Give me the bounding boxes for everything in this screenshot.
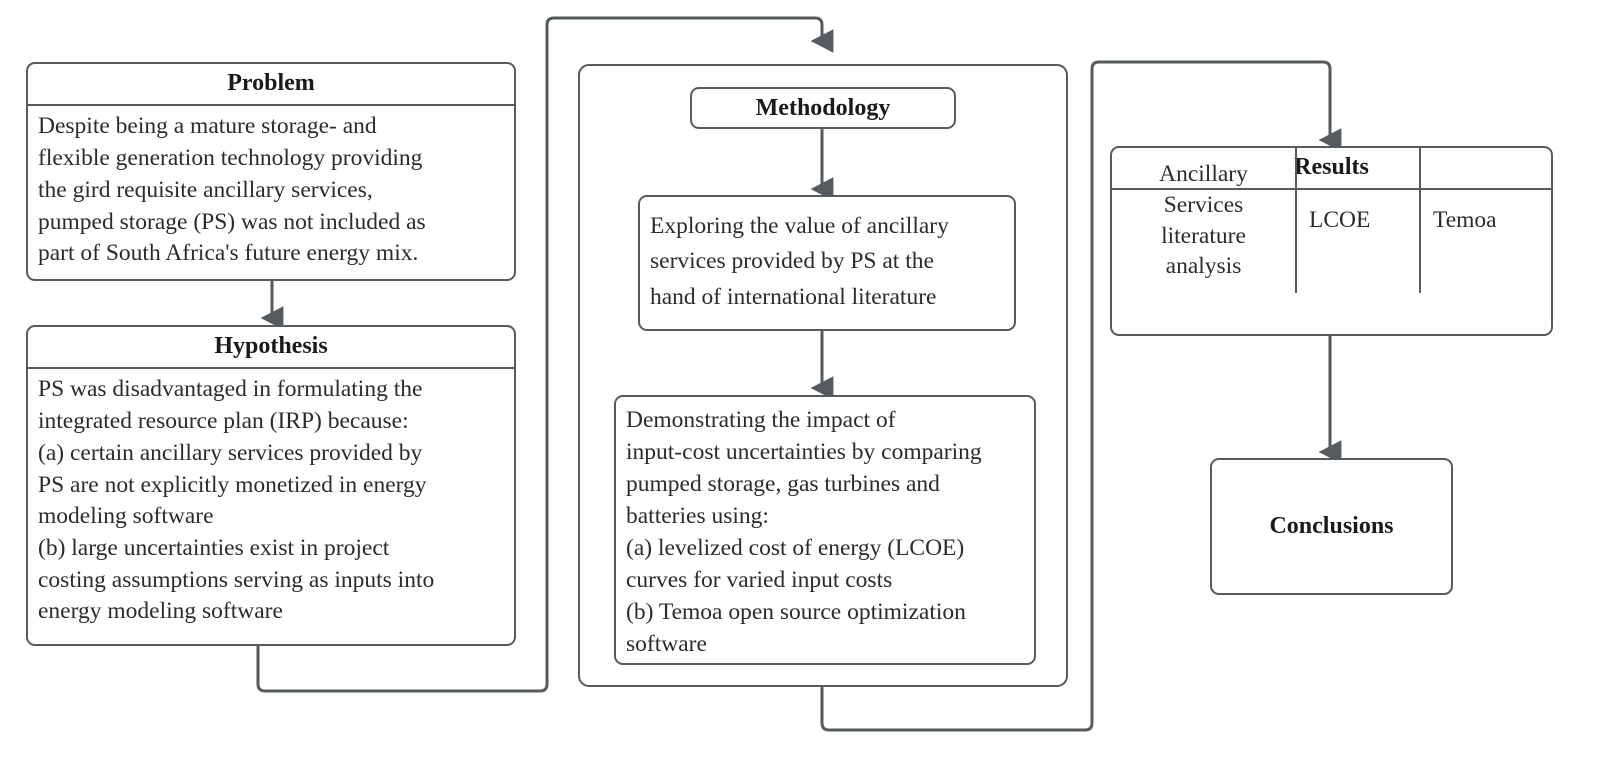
- results-columns: Ancillary Services literature analysis L…: [1112, 148, 1551, 293]
- methodology-step-1-node: Exploring the value of ancillary service…: [638, 195, 1016, 331]
- hypothesis-node: Hypothesis PS was disadvantaged in formu…: [26, 325, 516, 646]
- results-node: Results Ancillary Services literature an…: [1110, 146, 1553, 336]
- hypothesis-header: Hypothesis: [28, 327, 514, 370]
- problem-node: Problem Despite being a mature storage- …: [26, 62, 516, 281]
- results-cell-temoa: Temoa: [1433, 207, 1497, 234]
- methodology-step-2-body: Demonstrating the impact of input-cost u…: [626, 407, 982, 657]
- conclusions-node: Conclusions: [1210, 458, 1453, 595]
- results-cell-ancillary: Ancillary Services literature analysis: [1112, 148, 1297, 293]
- results-header: Results: [1112, 148, 1551, 191]
- methodology-title-label: Methodology: [755, 94, 891, 121]
- conclusions-label: Conclusions: [1269, 513, 1394, 539]
- methodology-step-2-node: Demonstrating the impact of input-cost u…: [614, 395, 1036, 665]
- methodology-step-1-body: Exploring the value of ancillary service…: [650, 213, 949, 310]
- hypothesis-body: PS was disadvantaged in formulating the …: [38, 376, 435, 625]
- methodology-container: [578, 64, 1068, 687]
- methodology-title-node: Methodology: [690, 87, 956, 129]
- results-cell-lcoe: LCOE: [1297, 148, 1421, 293]
- problem-body: Despite being a mature storage- and flex…: [38, 113, 426, 267]
- problem-header: Problem: [28, 64, 514, 107]
